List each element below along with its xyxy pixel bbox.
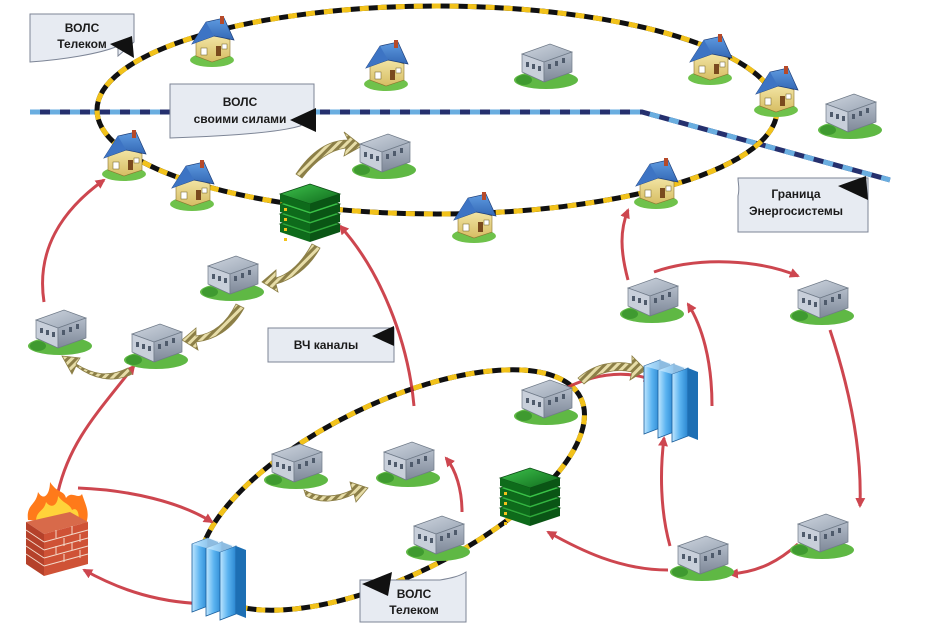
radio-arrow-bottom-mid <box>303 481 369 503</box>
arrow-bottom-right-left <box>728 542 799 579</box>
substation-building-icon <box>789 513 855 560</box>
substation-building-icon <box>619 277 685 324</box>
substation-building-icon <box>513 43 579 90</box>
substation-building-icon <box>405 515 471 562</box>
arrow-firewall-to-building <box>56 364 136 493</box>
substation-building-icon <box>199 255 265 302</box>
callout-label: Энергосистемы <box>749 204 843 218</box>
arrow-left-building-to-house <box>41 178 106 303</box>
substation-building-icon <box>123 323 189 370</box>
callout-grid-boundary: Граница Энергосистемы <box>737 176 869 233</box>
substation-building-icon <box>789 279 855 326</box>
arrow-firewall-to-server <box>77 486 214 524</box>
arrow-right-up <box>658 436 672 547</box>
radio-arrow-left-low <box>61 355 133 380</box>
arrow-bottom-to-router <box>546 530 669 572</box>
callout-own-forces: ВОЛС своими силами <box>169 83 316 139</box>
server-rack-icon <box>643 359 699 443</box>
house-icon <box>753 65 799 118</box>
house-icon <box>633 157 679 210</box>
substation-building-icon <box>513 379 579 426</box>
arrow-hf-to-router <box>338 224 416 407</box>
callout-telecom-bottom: ВОЛС Телеком <box>359 571 467 623</box>
house-icon <box>451 191 497 244</box>
substation-building-icon <box>375 441 441 488</box>
arrow-right-down <box>828 329 866 508</box>
house-icon <box>363 39 409 92</box>
substation-building-icon <box>351 133 417 180</box>
radio-arrow-right-top <box>577 355 647 385</box>
substation-building-icon <box>27 309 93 356</box>
callout-telecom-top: ВОЛС Телеком <box>29 13 135 63</box>
server-rack-icon <box>191 537 247 621</box>
callout-label: своими силами <box>194 112 287 126</box>
arrow-building-to-building-right <box>686 302 714 407</box>
callout-label: ВОЛС <box>65 21 100 35</box>
callout-label: Телеком <box>389 603 439 617</box>
callout-hf-channels: ВЧ каналы <box>267 326 395 363</box>
arrow-right-top-link <box>653 260 800 278</box>
substation-building-icon <box>263 443 329 490</box>
house-icon <box>169 159 215 212</box>
callout-label: ВОЛС <box>223 95 258 109</box>
substation-building-icon <box>817 93 883 140</box>
callout-label: ВОЛС <box>397 587 432 601</box>
router-stack-icon <box>499 467 561 527</box>
arrow-bldg-to-bldg-mid <box>444 456 464 513</box>
radio-arrow-router-down <box>261 243 321 293</box>
radio-links <box>61 131 647 503</box>
arrow-building-to-ring-top <box>620 208 630 281</box>
house-icon <box>189 15 235 68</box>
radio-arrow-top <box>295 131 363 179</box>
callout-label: Телеком <box>57 37 107 51</box>
radio-arrow-mid-left <box>181 303 245 351</box>
firewall-icon <box>25 481 89 577</box>
substation-building-icon <box>669 535 735 582</box>
callout-label: Граница <box>771 187 820 201</box>
router-stack-icon <box>279 183 341 243</box>
callout-label: ВЧ каналы <box>294 338 358 352</box>
